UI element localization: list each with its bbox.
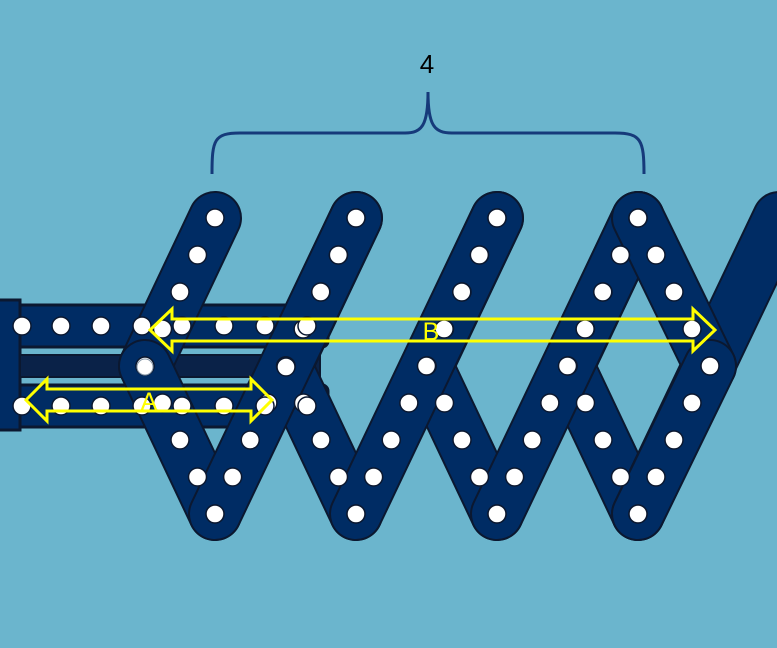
beam-hole [416,356,437,376]
beam-hole [469,467,490,487]
beam-hole [205,208,225,228]
beam-hole [664,282,684,302]
beam-hole [311,282,331,302]
beam-hole [434,393,455,413]
beam-hole [311,430,331,450]
beam-hole [346,504,366,524]
beam-hole [557,356,578,376]
group-brace [210,91,646,175]
beam-hole [240,430,260,450]
pivot-pin [136,358,154,376]
beam-hole [682,319,702,339]
beam-hole [399,393,419,413]
beam-hole [452,430,472,450]
base-hole [132,316,152,336]
group-label: 4 [420,49,434,79]
beam-hole [452,282,472,302]
beam-hole [610,245,631,265]
beam-hole [205,504,225,524]
dimension-arrow-b [147,305,718,355]
beam-hole [487,504,507,524]
beam-hole [187,245,208,265]
base-hole [255,316,275,336]
beam-hole [646,467,666,487]
beam-hole [575,393,596,413]
base-hole [91,316,111,336]
beam-hole [363,467,384,487]
beam-hole [504,467,525,487]
base-hole [297,316,317,336]
beam-hole [222,467,243,487]
base-hole [276,357,296,377]
arrow-b-label: B [423,318,440,346]
beam-hole [575,319,595,339]
arrow-a-label: A [141,388,158,416]
beam-holes [12,208,720,524]
beam-hole [593,282,613,302]
beam-hole [522,430,542,450]
beam-hole [664,430,684,450]
base-hole [297,396,317,416]
beam-hole [682,393,702,413]
beam-hole [328,467,349,487]
beam-hole [700,356,720,376]
beam-hole [170,282,190,302]
base-hole [172,316,192,336]
beam-hole [187,467,208,487]
beam-hole [170,430,190,450]
beam-hole [540,393,560,413]
dimension-arrow-a [23,375,275,425]
beam-hole [346,208,366,228]
beam-hole [469,245,490,265]
beam-hole [381,430,401,450]
beam-hole [593,430,613,450]
base-hole [51,316,71,336]
base-hole [12,316,32,336]
beam-hole [628,504,648,524]
beam-hole [628,208,648,228]
beam-hole [328,245,349,265]
beam-hole [610,467,631,487]
beam-hole [646,245,666,265]
beam-hole [487,208,507,228]
base-hole [214,316,234,336]
